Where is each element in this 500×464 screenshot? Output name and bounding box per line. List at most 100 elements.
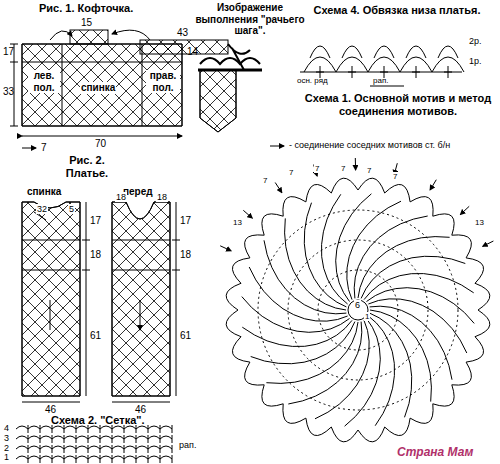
stitch-stroke	[226, 310, 241, 337]
dimension: 18	[179, 249, 192, 261]
watermark: Страна Мам	[396, 446, 474, 460]
stitch-count: 7	[262, 176, 268, 185]
stitch-stroke	[342, 46, 362, 58]
stitch-stroke	[124, 426, 136, 429]
stitch-stroke	[345, 319, 381, 427]
stitch-stroke	[124, 446, 136, 449]
dimension: 18	[156, 192, 168, 202]
stitch-stroke	[232, 337, 249, 362]
stitch-stroke	[100, 426, 112, 429]
dimension: 7	[40, 142, 48, 154]
stitch-stroke	[136, 446, 148, 449]
stitch-stroke	[40, 456, 52, 459]
stitch-count: 7	[392, 172, 398, 181]
stitch-stroke	[245, 235, 265, 258]
jacket-drawing	[10, 30, 236, 148]
stitch-stroke	[364, 274, 474, 300]
join-arrow	[430, 180, 436, 190]
dimension: 18	[115, 192, 127, 202]
stitch-stroke	[318, 270, 398, 350]
stitch-stroke	[370, 310, 431, 402]
part-name: спинка	[26, 186, 62, 198]
repeat-bracket	[370, 86, 404, 87]
stitch-stroke	[136, 426, 148, 429]
stitch-count: 13	[474, 218, 485, 227]
stitch-stroke	[16, 456, 28, 459]
stitch-stroke	[88, 436, 100, 439]
stitch-stroke	[245, 362, 265, 385]
dimension: 46	[134, 404, 147, 416]
stitch-stroke	[358, 427, 385, 442]
stitch-stroke	[16, 436, 28, 439]
stitch-stroke	[283, 404, 306, 424]
stitch-count: 7	[314, 164, 320, 173]
dimension: 32	[36, 204, 48, 214]
stitch-stroke	[306, 184, 331, 201]
stitch-stroke	[88, 456, 100, 459]
repeat-mark: рап.	[372, 76, 389, 85]
stitch-stroke	[88, 426, 100, 429]
join-arrow	[275, 183, 282, 193]
figure-title: Схема 2. "Сетка".	[50, 414, 146, 427]
row-number: 1	[3, 452, 10, 462]
stitch-stroke	[64, 436, 76, 439]
join-arrow	[220, 246, 231, 251]
stitch-stroke	[160, 436, 172, 439]
stitch-stroke	[76, 426, 88, 429]
stitch-stroke	[358, 237, 450, 298]
stitch-stroke	[28, 436, 40, 439]
repeat-mark: рап.	[178, 440, 197, 450]
stitch-stroke	[300, 72, 462, 73]
part-name: лев. пол.	[28, 70, 60, 93]
dimension: 15	[80, 17, 93, 29]
stitch-stroke	[258, 210, 458, 410]
stitch-stroke	[370, 306, 452, 380]
stitch-stroke	[28, 446, 40, 449]
stitch-stroke	[16, 446, 28, 449]
stitch-stroke	[136, 436, 148, 439]
stitch-stroke	[283, 197, 306, 217]
stitch-stroke	[315, 320, 369, 418]
stitch-stroke	[76, 436, 88, 439]
stitch-stroke	[52, 436, 64, 439]
stitch-stroke	[148, 426, 160, 429]
stitch-stroke	[368, 316, 394, 426]
stitch-stroke	[249, 267, 347, 321]
figure-title: Изображение выполнения "рачьего шага".	[190, 2, 310, 37]
dimension: 17	[89, 215, 102, 227]
stitch-stroke	[28, 456, 40, 459]
stitch-stroke	[262, 214, 283, 235]
stitch-stroke	[40, 436, 52, 439]
stitch-stroke	[112, 426, 124, 429]
stitch-stroke	[304, 203, 346, 307]
stitch-stroke	[232, 258, 249, 283]
stitch-stroke	[385, 184, 410, 201]
row-number: 4	[3, 423, 10, 433]
dimension: 61	[179, 330, 192, 342]
stitch-stroke	[444, 72, 452, 73]
stitch-stroke	[88, 446, 100, 449]
stitch-stroke	[262, 385, 283, 406]
stitch-count: 7	[366, 166, 372, 175]
stitch-count: 1	[364, 312, 370, 321]
figure-title: Рис. 2. Платье.	[56, 154, 118, 179]
row-number: 2р.	[468, 36, 483, 46]
dress-drawing	[22, 202, 180, 402]
dimension: 61	[89, 330, 102, 342]
stitch-stroke	[385, 418, 410, 435]
stitch-stroke	[148, 456, 160, 459]
stitch-stroke	[306, 418, 331, 435]
dimension: 17	[2, 46, 15, 58]
stitch-count: 13	[232, 218, 243, 227]
stitch-stroke	[367, 288, 475, 324]
figure-title: Схема 1. Основной мотив и метод соединен…	[299, 92, 497, 117]
row-number: 1р.	[468, 56, 483, 66]
stitch-stroke	[76, 456, 88, 459]
stitch-stroke	[28, 426, 40, 429]
stitch-stroke	[124, 456, 136, 459]
stitch-stroke	[112, 436, 124, 439]
stitch-stroke	[370, 313, 412, 417]
stitch-stroke	[40, 446, 52, 449]
